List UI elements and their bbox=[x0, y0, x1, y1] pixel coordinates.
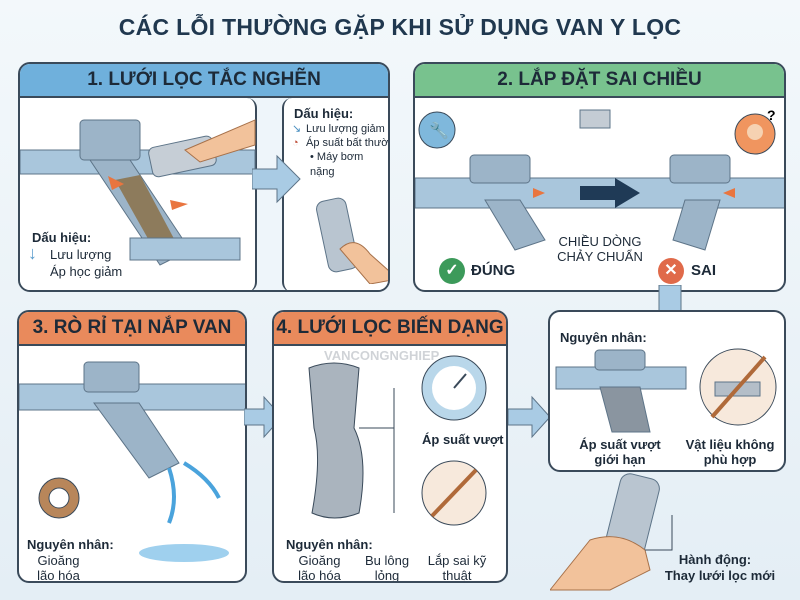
panel4-cause: Bu lông lỏng bbox=[364, 553, 410, 583]
clogged-y-strainer-illustration bbox=[20, 119, 256, 266]
panel1-right-label: Dấu hiệu: bbox=[294, 106, 354, 121]
flow-arrow-icon bbox=[252, 154, 301, 204]
panel3-cause-label: Nguyên nhân: bbox=[27, 537, 114, 552]
panel1-left-item: Áp học giảm bbox=[50, 264, 123, 279]
panel2-header: 2. LẮP ĐẶT SAI CHIỀU bbox=[415, 64, 784, 98]
x-icon: ✕ bbox=[658, 258, 684, 284]
panel1-right-item: • Máy bơm nặng bbox=[310, 151, 364, 178]
wrong-direction-illustration: 🔧 ? bbox=[415, 107, 784, 251]
panel1-right-item: Lưu lượng giảm bbox=[306, 123, 385, 135]
action-text: Thay lưới lọc mới bbox=[664, 568, 776, 583]
panel5-cause-label: Nguyên nhân: bbox=[560, 330, 647, 345]
panel3-header: 3. RÒ RỈ TẠI NẮP VAN bbox=[19, 312, 245, 346]
broken-strainer-illustration bbox=[555, 348, 777, 433]
gauge-icon: ◔ bbox=[292, 137, 299, 149]
panel1-left-item: Lưu lượng bbox=[50, 247, 112, 262]
correct-label: ĐÚNG bbox=[471, 262, 516, 279]
metal-bars-icon bbox=[579, 109, 611, 129]
flow-arrow-icon bbox=[508, 395, 551, 439]
panel-cap-leak: 3. RÒ RỈ TẠI NẮP VAN Nguyên nhân: Gioăng… bbox=[17, 310, 247, 583]
panel1-right-item: Áp suất bất thường bbox=[306, 137, 389, 149]
page-title: CÁC LỖI THƯỜNG GẶP KHI SỬ DỤNG VAN Y LỌC bbox=[118, 14, 682, 40]
panel3-cause: Gioăng lão hóa bbox=[37, 553, 80, 583]
hand-with-new-strainer-illustration bbox=[550, 473, 673, 591]
panel5-cause: Vật liệu không phù hợp bbox=[685, 437, 775, 467]
flow-direction-label: CHIỀU DÒNG CHẢY CHUẨN bbox=[557, 234, 643, 264]
panel4-header: 4. LƯỚI LỌC BIẾN DẠNG bbox=[274, 312, 506, 346]
panel-wrong-direction: 2. LẮP ĐẶT SAI CHIỀU 🔧 ? CHIỀU DÒNG CHẢY… bbox=[413, 62, 786, 292]
panel1-header: 1. LƯỚI LỌC TẮC NGHẼN bbox=[20, 64, 388, 98]
panel1-left-label: Dấu hiệu: bbox=[32, 230, 92, 245]
svg-text:🔧: 🔧 bbox=[429, 121, 449, 140]
panel4-cause: Gioăng lão hóa bbox=[298, 553, 341, 583]
wrench-icon bbox=[418, 111, 456, 149]
watermark: VANCONGNGHIEP bbox=[324, 348, 440, 363]
panel4-cause-label: Nguyên nhân: bbox=[286, 537, 373, 552]
flow-decrease-icon: ↘ bbox=[292, 123, 302, 135]
panel-causes-action: Nguyên nhân: Áp suất vượt giới hạn Vật l… bbox=[548, 310, 786, 472]
arrow-down-icon: ↓ bbox=[28, 243, 37, 263]
panel-clogged-strainer: 1. LƯỚI LỌC TẮC NGHẼN Dấu hiệu: ↓ Lưu lư… bbox=[18, 62, 390, 292]
leaking-valve-illustration bbox=[19, 361, 245, 562]
hand-holding-strainer-illustration bbox=[316, 197, 388, 284]
panel5-cause: Áp suất vượt giới hạn bbox=[579, 437, 661, 467]
wrong-label: SAI bbox=[691, 262, 717, 279]
panel4-cause: Lắp sai kỹ thuật bbox=[427, 553, 487, 583]
gauge-label: Áp suất vượt bbox=[422, 432, 504, 447]
svg-text:?: ? bbox=[767, 107, 776, 123]
check-icon: ✓ bbox=[439, 258, 465, 284]
deformed-strainer-illustration bbox=[308, 355, 487, 526]
panel-deformed-strainer: 4. LƯỚI LỌC BIẾN DẠNG VANCONGNGHIEP Áp s… bbox=[272, 310, 508, 583]
action-label: Hành động: bbox=[678, 552, 752, 567]
